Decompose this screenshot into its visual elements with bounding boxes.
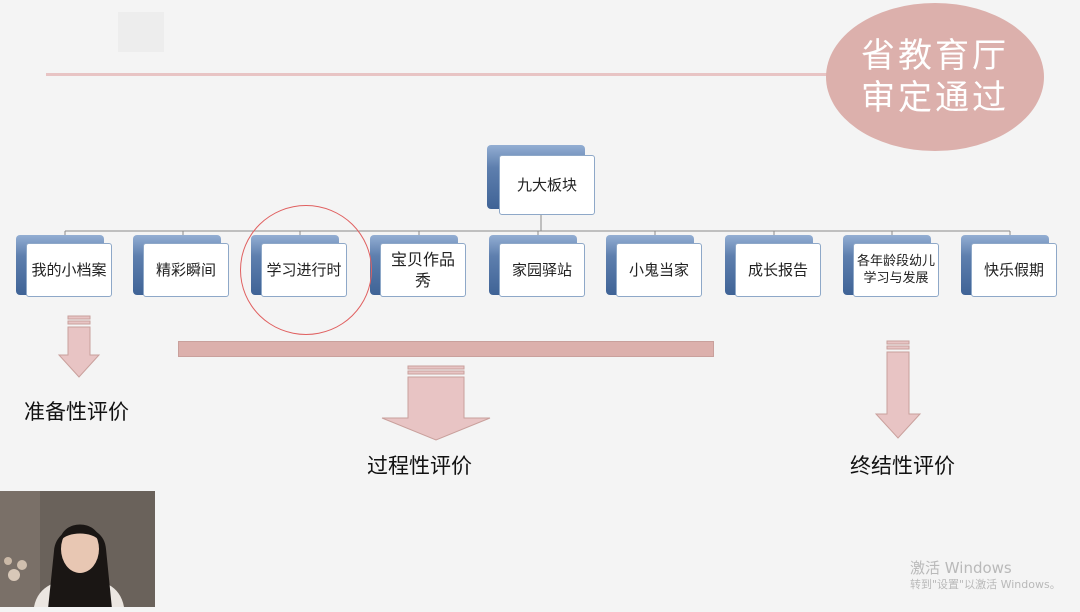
child-node-2-label: 精彩瞬间 [143,243,229,297]
activation-watermark-hint: 转到"设置"以激活 Windows。 [910,578,1061,591]
child-node-8-label: 各年龄段幼儿学习与发展 [853,243,939,297]
child-node-9-label: 快乐假期 [971,243,1057,297]
arrow-final [874,340,922,439]
child-node-2: 精彩瞬间 [133,235,229,297]
approval-badge: 省教育厅 审定通过 [826,3,1044,151]
highlight-circle [240,205,372,335]
process-span-bar [178,341,714,357]
top-divider-line [46,73,836,76]
child-node-1-label: 我的小档案 [26,243,112,297]
child-node-1: 我的小档案 [16,235,112,297]
approval-badge-line2: 审定通过 [861,78,1009,118]
faint-placeholder [118,12,164,52]
child-node-5-label: 家园驿站 [499,243,585,297]
root-node-label: 九大板块 [499,155,595,215]
arrow-process [381,365,491,441]
final-eval-label: 终结性评价 [850,454,955,478]
root-node: 九大板块 [487,145,595,215]
child-node-6-label: 小鬼当家 [616,243,702,297]
child-node-7: 成长报告 [725,235,821,297]
approval-badge-line1: 省教育厅 [861,36,1009,76]
process-eval-label: 过程性评价 [367,454,472,478]
presenter-video-icon [0,491,155,607]
child-node-5: 家园驿站 [489,235,585,297]
child-node-7-label: 成长报告 [735,243,821,297]
child-node-4-label: 宝贝作品秀 [380,243,466,297]
child-node-8: 各年龄段幼儿学习与发展 [843,235,939,297]
child-node-6: 小鬼当家 [606,235,702,297]
child-node-4: 宝贝作品秀 [370,235,466,297]
activation-watermark-title: 激活 Windows [910,559,1012,577]
prep-eval-label: 准备性评价 [24,400,129,424]
child-node-9: 快乐假期 [961,235,1057,297]
webcam-feed [0,491,155,607]
arrow-prep [57,315,101,378]
